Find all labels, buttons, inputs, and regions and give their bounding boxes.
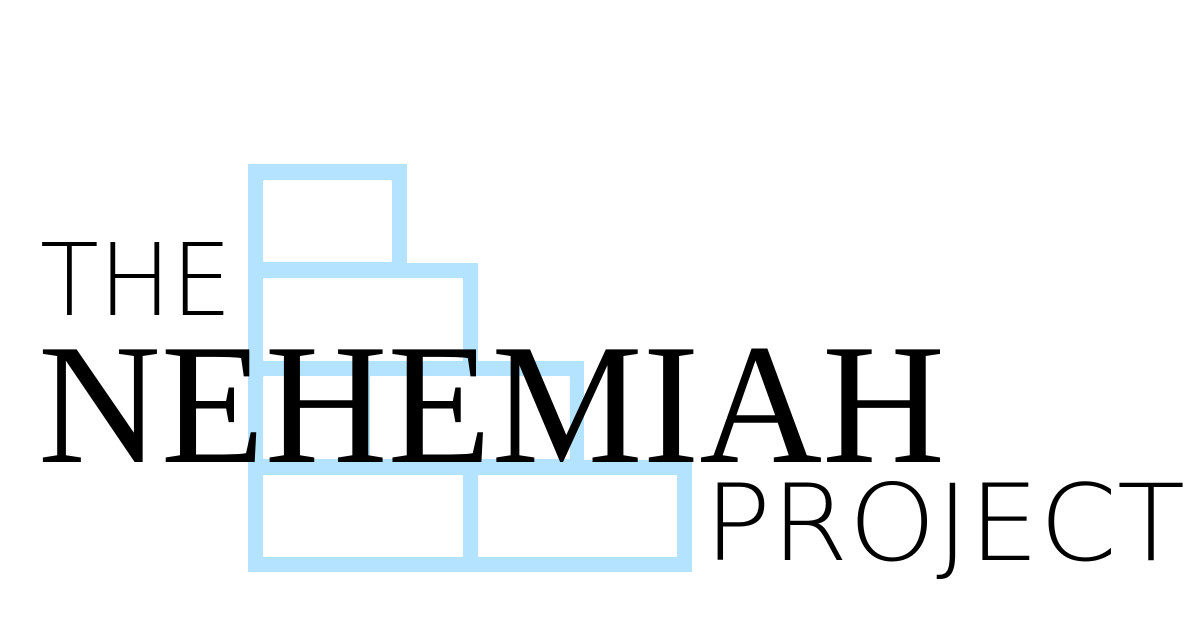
brick <box>263 475 463 557</box>
brick <box>370 376 570 459</box>
brick <box>263 376 355 459</box>
brick-cells <box>263 180 677 557</box>
brick <box>263 180 392 262</box>
logo-text-the: THE <box>40 222 232 339</box>
brick <box>478 475 677 557</box>
brick <box>263 278 463 361</box>
logo-text-project: PROJECT <box>704 462 1185 585</box>
logo-text-nehemiah: NEHEMIAH <box>38 310 945 500</box>
